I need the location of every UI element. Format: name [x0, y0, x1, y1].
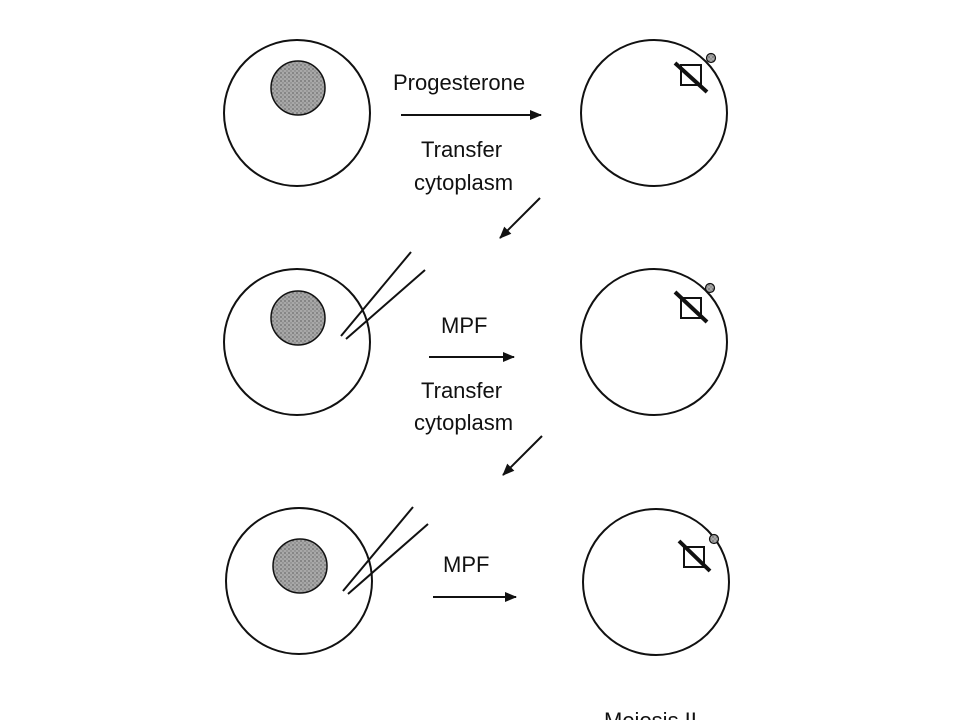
row-1: Progesterone Transfer cytoplasm [223, 39, 728, 239]
germinal-vesicle-2 [270, 290, 326, 346]
micropipette-icon [340, 251, 426, 340]
polar-body-icon [705, 52, 717, 64]
oocyte-immature-1 [223, 39, 371, 187]
transfer-label-2-line2: cytoplasm [414, 410, 513, 435]
germinal-vesicle-3 [272, 538, 328, 594]
spindle-icon [673, 290, 709, 324]
polar-body-icon [708, 533, 720, 545]
germinal-vesicle-1 [270, 60, 326, 116]
oocyte-recipient-2 [223, 251, 426, 416]
transfer-label-2-line1: Transfer [421, 378, 502, 403]
row-2: MPF Transfer cytoplasm [223, 251, 728, 476]
transfer-label-1-line2: cytoplasm [414, 170, 513, 195]
spindle-icon [673, 61, 709, 94]
spindle-icon [677, 539, 712, 573]
oocyte-matured-3 [582, 508, 730, 656]
micropipette-icon [342, 506, 429, 595]
oocyte-recipient-3 [225, 506, 429, 655]
stimulus-label-1: Progesterone [393, 70, 525, 95]
row-3: MPF [225, 506, 730, 656]
stimulus-label-2: MPF [441, 313, 487, 338]
polar-body-icon [704, 282, 716, 294]
oocyte-matured-1 [580, 39, 728, 187]
bottom-caption: Meiosis II [604, 708, 697, 720]
transfer-label-1-line1: Transfer [421, 137, 502, 162]
transfer-arrow-2 [502, 435, 543, 476]
transfer-arrow-1 [499, 197, 541, 239]
oocyte-matured-2 [580, 268, 728, 416]
stimulus-label-3: MPF [443, 552, 489, 577]
